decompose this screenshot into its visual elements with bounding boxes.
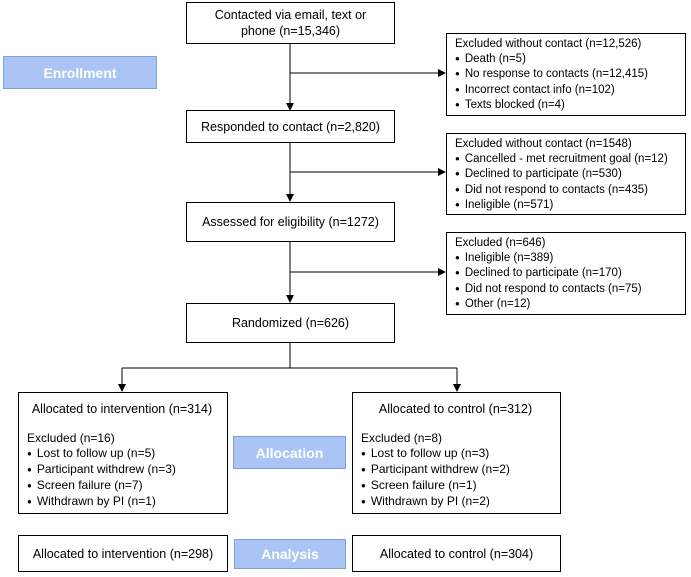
intervention-title: Allocated to intervention (n=314)	[31, 402, 213, 416]
control-analysis-text: Allocated to control (n=304)	[379, 546, 534, 561]
excluded-3-list: Ineligible (n=389) Declined to participa…	[455, 251, 679, 312]
list-item: Ineligible (n=389)	[455, 251, 679, 266]
excluded-3-title: Excluded (n=646)	[455, 237, 546, 249]
list-item: Incorrect contact info (n=102)	[455, 83, 679, 98]
intervention-analysis-text: Allocated to intervention (n=298)	[32, 546, 214, 561]
list-item: Cancelled - met recruitment goal (n=12)	[455, 152, 679, 167]
list-item: No response to contacts (n=12,415)	[455, 67, 679, 82]
list-item: Declined to participate (n=530)	[455, 167, 679, 182]
contacted-text: Contacted via email, text or phone (n=15…	[214, 8, 367, 38]
list-item: Lost to follow up (n=5)	[27, 446, 217, 462]
excluded-2-list: Cancelled - met recruitment goal (n=12) …	[455, 152, 679, 213]
control-analysis-box: Allocated to control (n=304)	[352, 535, 561, 572]
intervention-excluded-list: Lost to follow up (n=5) Participant with…	[27, 446, 217, 510]
list-item: Did not respond to contacts (n=435)	[455, 183, 679, 198]
list-item: Withdrawn by PI (n=2)	[361, 494, 550, 510]
list-item: Withdrawn by PI (n=1)	[27, 494, 217, 510]
stage-allocation: Allocation	[233, 436, 346, 469]
list-item: Screen failure (n=1)	[361, 478, 550, 494]
responded-text: Responded to contact (n=2,820)	[201, 119, 380, 134]
control-allocation-box: Allocated to control (n=312) Excluded (n…	[352, 392, 561, 514]
list-item: Participant withdrew (n=3)	[27, 462, 217, 478]
intervention-excluded-title: Excluded (n=16)	[27, 431, 115, 445]
randomized-box: Randomized (n=626)	[186, 303, 395, 343]
list-item: Participant withdrew (n=2)	[361, 462, 550, 478]
stage-enrollment: Enrollment	[3, 56, 157, 89]
control-excluded-title: Excluded (n=8)	[361, 431, 443, 445]
control-title: Allocated to control (n=312)	[378, 402, 533, 416]
list-item: Screen failure (n=7)	[27, 478, 217, 494]
excluded-2-title: Excluded without contact (n=1548)	[455, 138, 632, 150]
stage-analysis: Analysis	[234, 539, 346, 569]
randomized-text: Randomized (n=626)	[231, 316, 350, 330]
excluded-without-contact-1: Excluded without contact (n=12,526) Deat…	[446, 33, 686, 116]
intervention-allocation-box: Allocated to intervention (n=314) Exclud…	[18, 392, 228, 514]
list-item: Did not respond to contacts (n=75)	[455, 282, 679, 297]
list-item: Ineligible (n=571)	[455, 198, 679, 213]
list-item: Other (n=12)	[455, 297, 679, 312]
list-item: Texts blocked (n=4)	[455, 98, 679, 113]
list-item: Declined to participate (n=170)	[455, 266, 679, 281]
intervention-analysis-box: Allocated to intervention (n=298)	[18, 535, 228, 572]
excluded-without-contact-2: Excluded without contact (n=1548) Cancel…	[446, 133, 686, 215]
responded-box: Responded to contact (n=2,820)	[186, 110, 395, 143]
excluded-1-title: Excluded without contact (n=12,526)	[455, 38, 642, 50]
list-item: Lost to follow up (n=3)	[361, 446, 550, 462]
contacted-box: Contacted via email, text or phone (n=15…	[186, 2, 395, 44]
control-excluded-list: Lost to follow up (n=3) Participant with…	[361, 446, 550, 510]
excluded-3: Excluded (n=646) Ineligible (n=389) Decl…	[446, 232, 686, 315]
excluded-1-list: Death (n=5) No response to contacts (n=1…	[455, 52, 679, 113]
assessed-box: Assessed for eligibility (n=1272)	[186, 202, 395, 242]
list-item: Death (n=5)	[455, 52, 679, 67]
assessed-text: Assessed for eligibility (n=1272)	[202, 215, 379, 229]
